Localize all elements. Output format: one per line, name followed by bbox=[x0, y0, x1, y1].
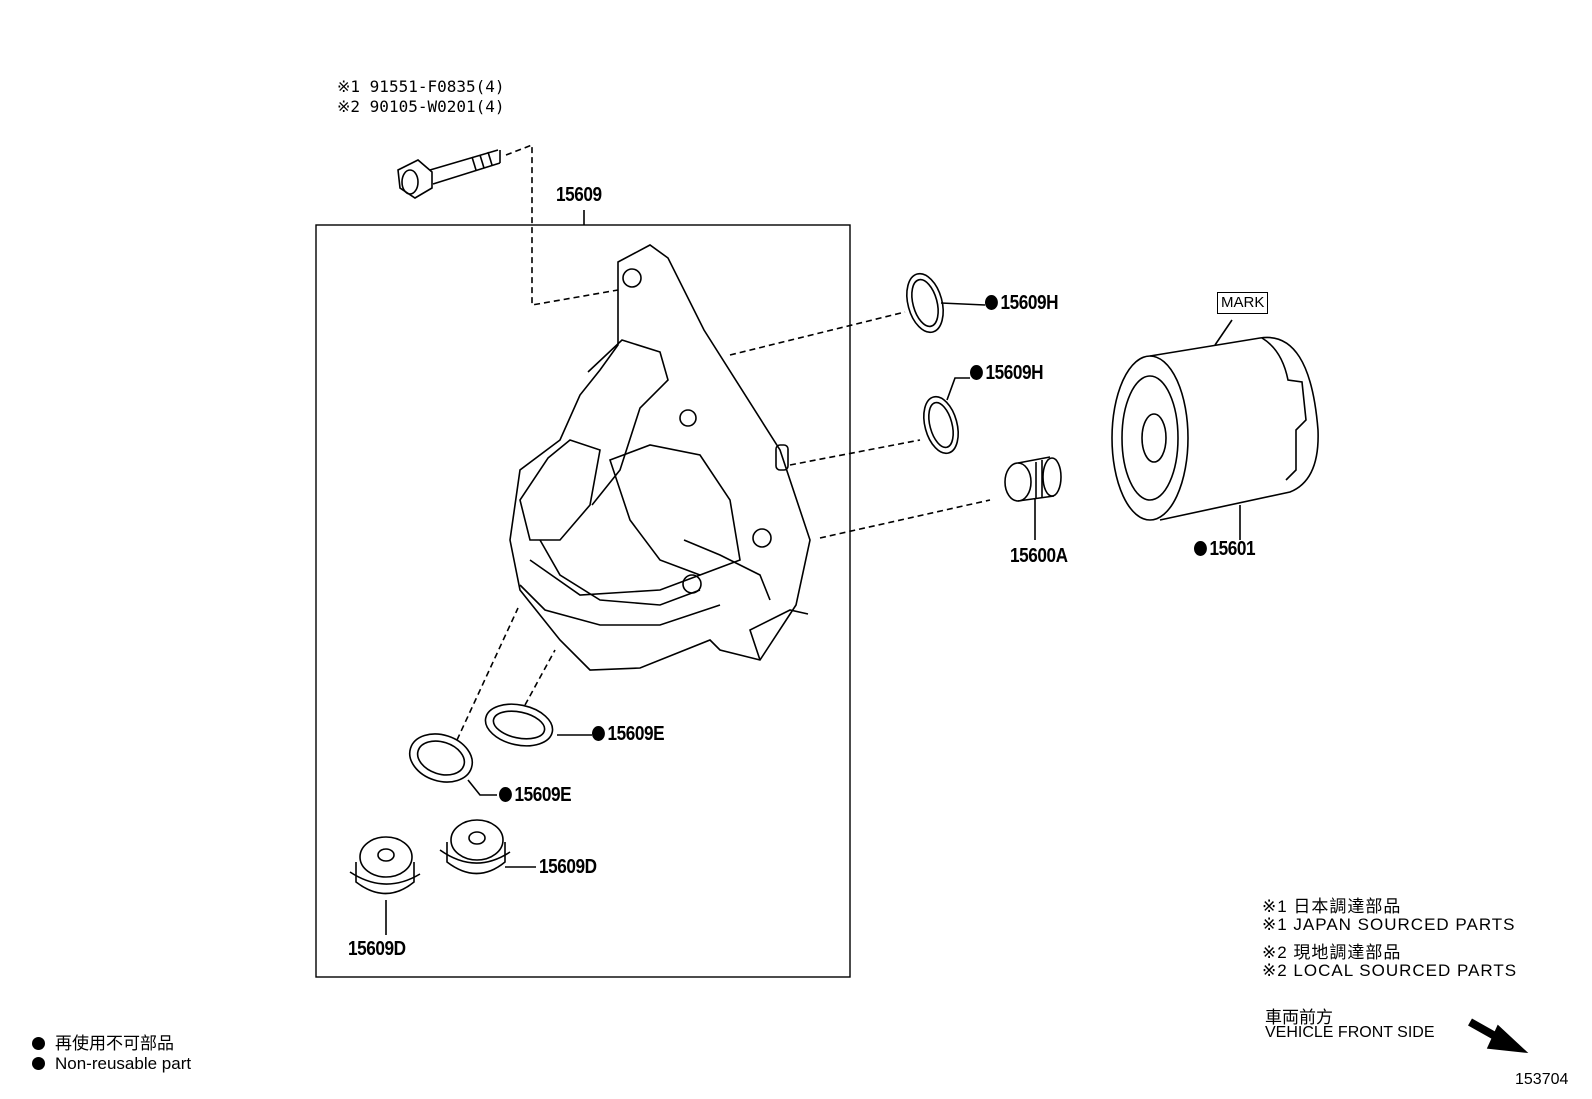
oil-filter-icon bbox=[1111, 336, 1319, 540]
non-reusable-dot-icon bbox=[970, 365, 983, 380]
non-reusable-legend-jp: 再使用不可部品 bbox=[32, 1029, 174, 1054]
part-label-oil-filter[interactable]: 15601 bbox=[1194, 538, 1256, 561]
bolt-note-1: ※1 91551-F0835(4) bbox=[337, 77, 505, 96]
part-label-plug-d-1[interactable]: 15609D bbox=[539, 856, 597, 878]
plug-d-1-icon bbox=[439, 819, 511, 875]
non-reusable-dot-icon bbox=[32, 1037, 45, 1050]
source-legend-2: ※1 JAPAN SOURCED PARTS bbox=[1262, 915, 1516, 934]
bolt-note-2: ※2 90105-W0201(4) bbox=[337, 97, 505, 116]
non-reusable-dot-icon bbox=[592, 726, 605, 741]
union-bolt-icon bbox=[1004, 456, 1062, 540]
non-reusable-dot-icon bbox=[32, 1057, 45, 1070]
non-reusable-dot-icon bbox=[499, 787, 512, 802]
part-label-gasket-e-2[interactable]: 15609E bbox=[499, 784, 572, 807]
part-label-plug-d-2[interactable]: 15609D bbox=[348, 938, 406, 960]
front-arrow-icon bbox=[1468, 1018, 1529, 1054]
gasket-e-1-icon bbox=[484, 703, 554, 747]
part-label-union-bolt[interactable]: 15600A bbox=[1010, 545, 1068, 567]
non-reusable-legend-en: Non-reusable part bbox=[32, 1054, 191, 1074]
gasket-e-2-icon bbox=[408, 733, 474, 783]
part-label-gasket-e-1[interactable]: 15609E bbox=[592, 723, 665, 746]
source-legend-3: ※2 現地調達部品 bbox=[1262, 943, 1402, 962]
non-reusable-dot-icon bbox=[985, 295, 998, 310]
gasket-h-1-icon bbox=[906, 272, 944, 334]
non-reusable-dot-icon bbox=[1194, 541, 1207, 556]
front-side-jp: 車両前方 bbox=[1265, 1008, 1333, 1027]
plug-d-2-icon bbox=[349, 836, 421, 935]
housing-frame bbox=[315, 224, 851, 978]
part-label-housing[interactable]: 15609 bbox=[556, 184, 602, 206]
gasket-h-2-icon bbox=[923, 395, 959, 455]
part-label-gasket-h-2[interactable]: 15609H bbox=[970, 362, 1044, 385]
part-label-gasket-h-1[interactable]: 15609H bbox=[985, 292, 1059, 315]
diagram-id: 153704 bbox=[1515, 1071, 1569, 1088]
mark-label: MARK bbox=[1217, 292, 1269, 314]
bolt-icon bbox=[397, 149, 501, 199]
source-legend-1: ※1 日本調達部品 bbox=[1262, 897, 1402, 916]
oil-filter-housing-icon bbox=[509, 244, 811, 671]
source-legend-4: ※2 LOCAL SOURCED PARTS bbox=[1262, 961, 1518, 980]
front-side-en: VEHICLE FRONT SIDE bbox=[1265, 1024, 1435, 1041]
